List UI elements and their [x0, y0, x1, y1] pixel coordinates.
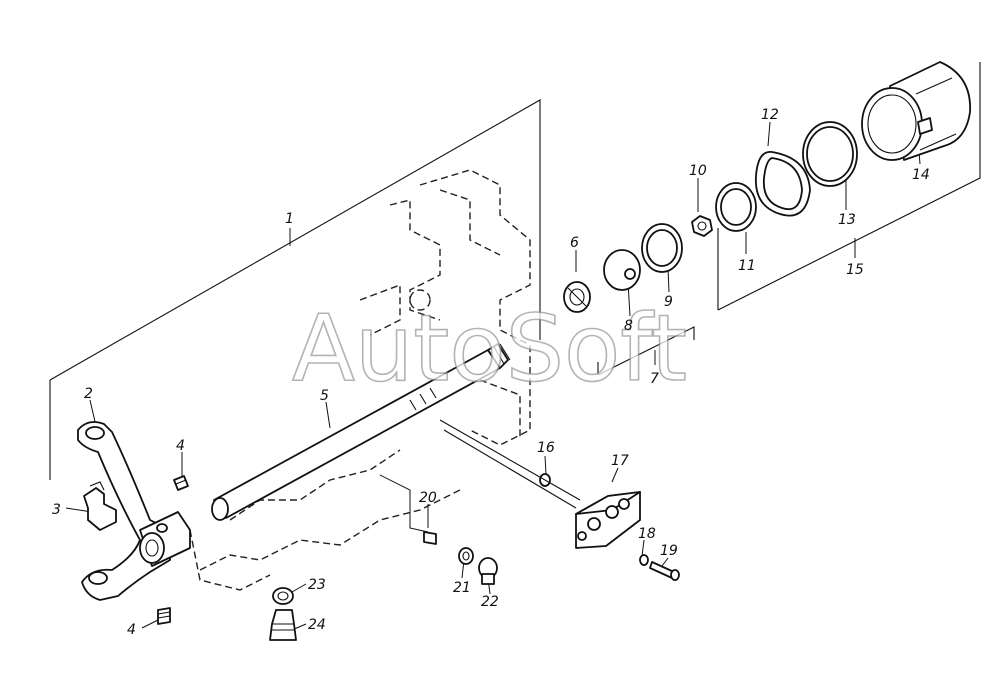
ring	[641, 223, 683, 273]
watermark: AutoSoft	[292, 295, 687, 402]
seal	[563, 281, 591, 313]
drain-plug	[478, 557, 498, 585]
callout-1: 1	[285, 211, 294, 227]
o-ring	[715, 182, 757, 232]
callout-2: 2	[84, 386, 93, 402]
callout-11: 11	[738, 258, 756, 274]
callout-9: 9	[664, 294, 673, 310]
callout-19: 19	[660, 543, 678, 559]
washer	[603, 249, 641, 291]
cylinder	[861, 61, 971, 161]
bolt	[649, 561, 680, 581]
callout-13: 13	[838, 212, 856, 228]
shift-fork	[77, 421, 191, 601]
callout-15: 15	[846, 262, 864, 278]
breather-washer	[272, 587, 294, 605]
callout-4-upper: 4	[176, 438, 185, 454]
callout-20: 20	[419, 490, 437, 506]
callout-5: 5	[320, 388, 329, 404]
group-brackets	[49, 62, 981, 480]
callout-21: 21	[453, 580, 471, 596]
callout-16: 16	[537, 440, 555, 456]
callout-7: 7	[650, 371, 659, 387]
callout-24: 24	[308, 617, 326, 633]
callout-22: 22	[481, 594, 499, 610]
breather-fitting	[269, 609, 297, 641]
callout-labels: 1 2 3 4 4 5 6 7 8 9 10 11 12 13 14 15 16…	[52, 107, 930, 638]
housing-outline	[189, 169, 531, 591]
snap-ring	[755, 151, 811, 217]
spring-washer	[639, 554, 649, 566]
callout-4-lower: 4	[127, 622, 136, 638]
sealing-washer	[458, 547, 474, 565]
fork-finger	[83, 481, 117, 531]
shift-rod	[211, 343, 511, 521]
callout-3: 3	[52, 502, 61, 518]
callout-12: 12	[761, 107, 779, 123]
callout-23: 23	[308, 577, 326, 593]
callout-18: 18	[638, 526, 656, 542]
valve-block	[439, 419, 641, 549]
callout-8: 8	[624, 318, 633, 334]
callout-10: 10	[689, 163, 707, 179]
gasket	[802, 121, 858, 187]
pin	[423, 531, 437, 545]
set-screw-upper	[173, 475, 189, 491]
callout-6: 6	[570, 235, 579, 251]
set-screw-lower	[157, 607, 171, 625]
callout-14: 14	[912, 167, 930, 183]
nut	[691, 215, 713, 237]
callout-17: 17	[611, 453, 629, 469]
